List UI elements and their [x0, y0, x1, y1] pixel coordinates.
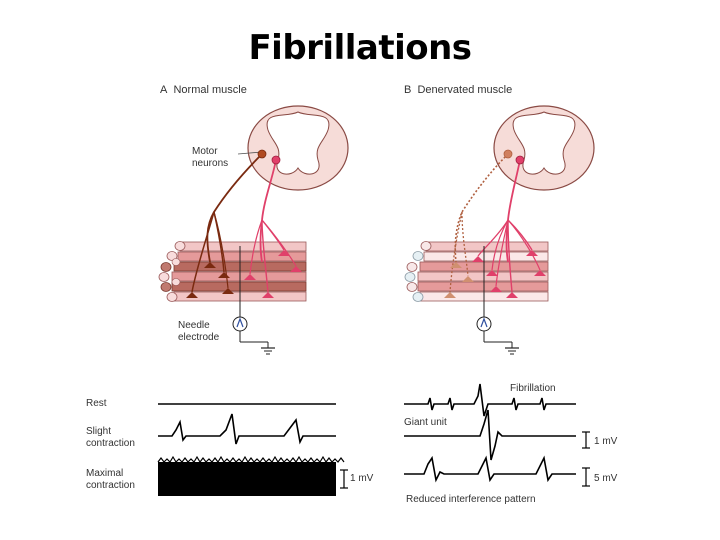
muscle-bundle-right — [404, 241, 549, 302]
scale-bar-right-1 — [582, 431, 590, 449]
needle-electrode-label: Needle electrode — [178, 320, 220, 343]
reduced-interference-label: Reduced interference pattern — [406, 494, 536, 505]
panel-b-caption: B Denervated muscle — [404, 84, 512, 96]
scale-bar-left — [340, 469, 348, 489]
needle-electrode-right — [476, 246, 519, 355]
scale-label-left: 1 mV — [350, 473, 374, 484]
scale-label-right-1: 1 mV — [594, 436, 618, 447]
fibrillation-label: Fibrillation — [510, 383, 556, 394]
spinal-cord-left — [247, 105, 349, 191]
panel-b-letter: B — [404, 84, 412, 96]
page-title: Fibrillations — [248, 28, 472, 68]
giant-unit-label: Giant unit — [404, 417, 447, 428]
scale-label-right-2: 5 mV — [594, 473, 618, 484]
giant-unit-trace — [404, 409, 576, 461]
spinal-cord-right — [493, 105, 595, 191]
slight-contraction-label: Slight contraction — [86, 426, 135, 449]
axons-right — [444, 149, 546, 298]
panel-a-caption: A Normal muscle — [160, 84, 247, 96]
motor-neurons-label: Motor neurons — [192, 146, 229, 169]
panel-a-letter: A — [160, 84, 168, 96]
panel-b-title: Denervated muscle — [417, 84, 513, 96]
maximal-contraction-trace — [157, 455, 345, 496]
needle-electrode-left — [232, 246, 275, 355]
fibrillation-trace — [404, 383, 576, 417]
maximal-contraction-label: Maximal contraction — [86, 468, 135, 491]
axons-left — [186, 149, 302, 298]
slight-contraction-trace — [158, 413, 336, 445]
rest-label: Rest — [86, 398, 107, 409]
reduced-interference-trace — [404, 455, 576, 483]
scale-bar-right-2 — [582, 467, 590, 487]
panel-a-title: Normal muscle — [173, 84, 247, 96]
